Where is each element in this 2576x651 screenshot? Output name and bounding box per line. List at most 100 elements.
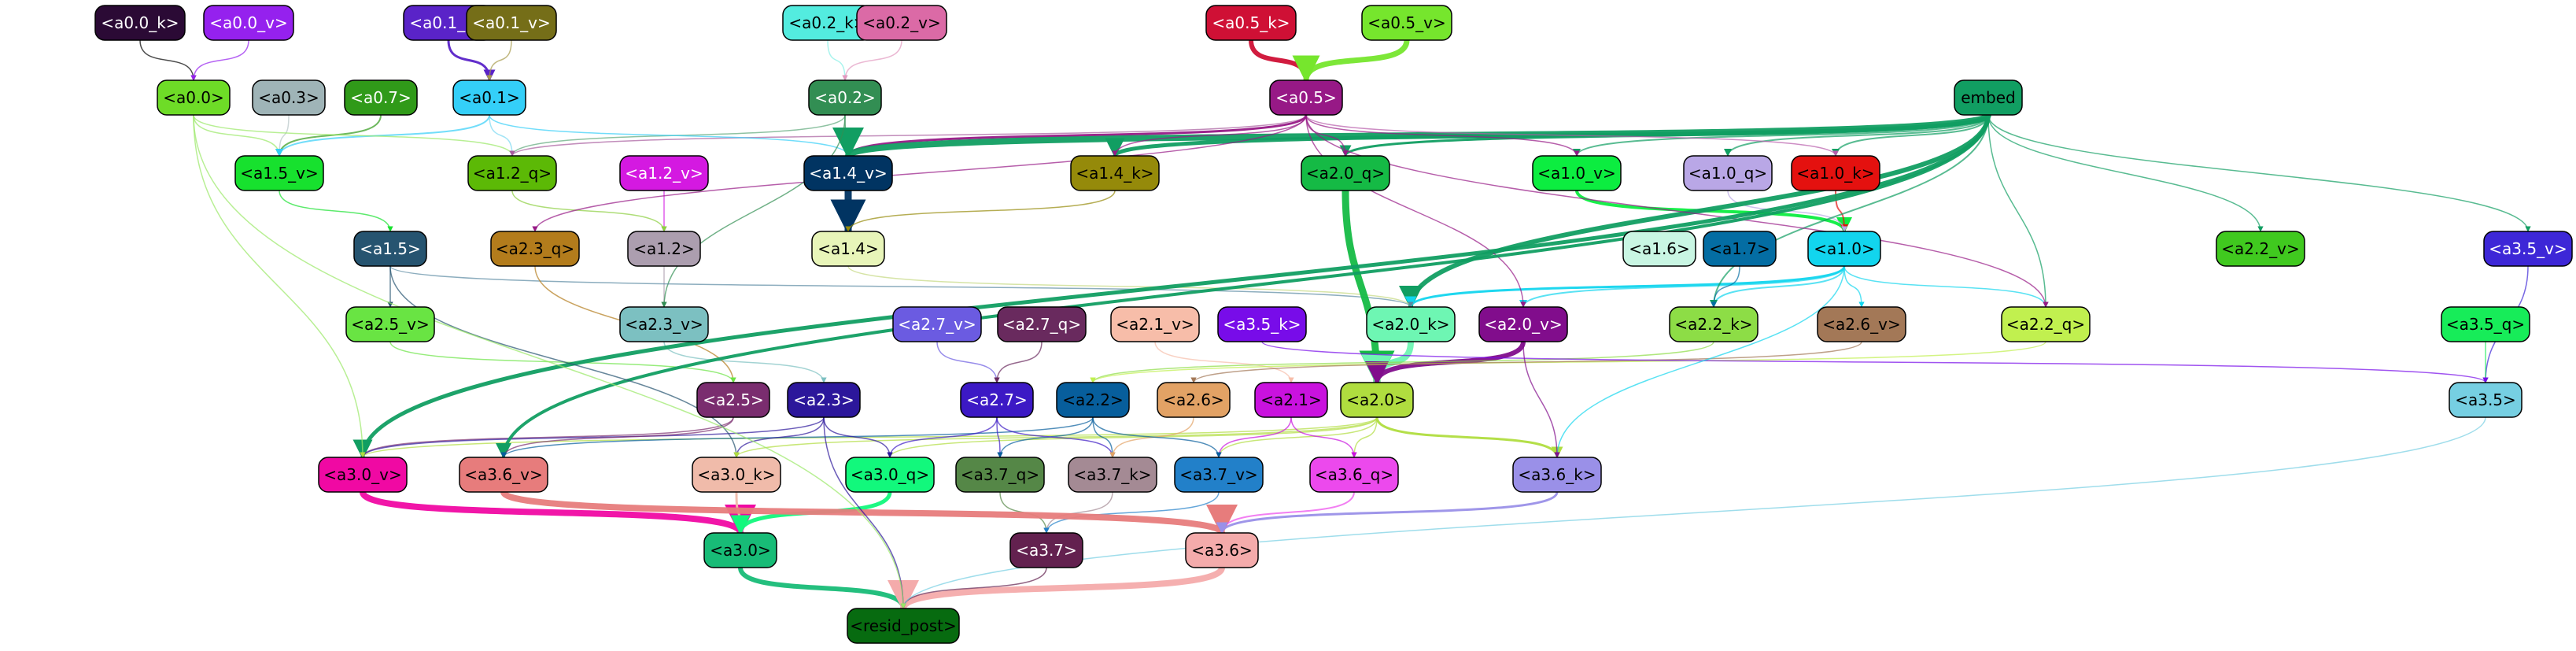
node-a2-3_v[interactable]: <a2.3_v>: [619, 306, 709, 342]
edge-a2-6_v-to-a2-6: [1190, 341, 1862, 383]
node-a1-4[interactable]: <a1.4>: [811, 231, 885, 267]
node-a2-3[interactable]: <a2.3>: [787, 382, 861, 418]
node-a1-4_k[interactable]: <a1.4_k>: [1070, 155, 1160, 191]
node-box: [2001, 306, 2091, 342]
node-a1-5[interactable]: <a1.5>: [353, 231, 427, 267]
node-label: <a1.2_q>: [473, 164, 552, 183]
node-label: <a1.0_q>: [1688, 164, 1767, 183]
edge-a0-5-to-a1-0_k: [1305, 114, 1839, 157]
edge-a3-7_v-to-a3-7: [1043, 491, 1220, 534]
node-a3-5_q[interactable]: <a3.5_q>: [2441, 306, 2530, 342]
edge-a0-0-to-a1-5_v: [193, 114, 282, 157]
node-a1-2[interactable]: <a1.2>: [627, 231, 701, 267]
node-a3-7_k[interactable]: <a3.7_k>: [1068, 457, 1157, 493]
node-a3-6_v[interactable]: <a3.6_v>: [459, 457, 548, 493]
node-a2-7_q[interactable]: <a2.7_q>: [997, 306, 1087, 342]
node-a0-1_v[interactable]: <a0.1_v>: [466, 5, 557, 41]
node-a3-5_v[interactable]: <a3.5_v>: [2483, 231, 2573, 267]
node-a3-0_k[interactable]: <a3.0_k>: [692, 457, 781, 493]
node-a0-1[interactable]: <a0.1>: [452, 80, 526, 116]
node-box: [466, 5, 557, 41]
node-label: <a2.6>: [1163, 390, 1224, 409]
node-resid_post[interactable]: <resid_post>: [847, 608, 960, 644]
node-a1-5_v[interactable]: <a1.5_v>: [234, 155, 324, 191]
edge-a0-2-to-a1-4_v: [844, 114, 851, 157]
node-a2-2[interactable]: <a2.2>: [1056, 382, 1130, 418]
node-label: <a1.4>: [817, 239, 879, 258]
node-a1-0_q[interactable]: <a1.0_q>: [1683, 155, 1773, 191]
node-a2-0_q[interactable]: <a2.0_q>: [1301, 155, 1390, 191]
node-a1-7[interactable]: <a1.7>: [1703, 231, 1777, 267]
node-box: [1817, 306, 1906, 342]
node-a0-2_k[interactable]: <a0.2_k>: [782, 5, 873, 41]
node-box: [1622, 231, 1696, 267]
node-a2-6_v[interactable]: <a2.6_v>: [1817, 306, 1906, 342]
node-a0-2[interactable]: <a0.2>: [808, 80, 882, 116]
node-a2-0_k[interactable]: <a2.0_k>: [1366, 306, 1456, 342]
node-a2-2_q[interactable]: <a2.2_q>: [2001, 306, 2091, 342]
node-a0-7[interactable]: <a0.7>: [344, 80, 418, 116]
node-box: [2441, 306, 2530, 342]
edge-a1-0-to-a2-2_q: [1843, 265, 2049, 308]
node-a3-5_k[interactable]: <a3.5_k>: [1217, 306, 1307, 342]
node-a1-2_v[interactable]: <a1.2_v>: [619, 155, 709, 191]
node-a0-5_v[interactable]: <a0.5_v>: [1361, 5, 1452, 41]
node-a1-6[interactable]: <a1.6>: [1622, 231, 1696, 267]
node-a2-6[interactable]: <a2.6>: [1157, 382, 1231, 418]
node-a1-4_v[interactable]: <a1.4_v>: [803, 155, 893, 191]
node-a2-0[interactable]: <a2.0>: [1340, 382, 1414, 418]
edge-a0-0-to-resid_post: [193, 114, 906, 609]
node-a3-6_k[interactable]: <a3.6_k>: [1512, 457, 1602, 493]
node-a2-2_v[interactable]: <a2.2_v>: [2216, 231, 2305, 267]
node-a3-0[interactable]: <a3.0>: [703, 532, 777, 568]
edge-a2-2_k-to-a2-2: [1090, 341, 1714, 383]
node-a2-5[interactable]: <a2.5>: [696, 382, 770, 418]
node-a0-0_v[interactable]: <a0.0_v>: [203, 5, 294, 41]
node-box: [1309, 457, 1399, 493]
node-label: <a3.5_k>: [1223, 315, 1301, 334]
node-label: <a2.7>: [966, 390, 1028, 409]
node-a0-0[interactable]: <a0.0>: [157, 80, 231, 116]
node-a3-7_v[interactable]: <a3.7_v>: [1174, 457, 1264, 493]
node-a1-2_q[interactable]: <a1.2_q>: [467, 155, 557, 191]
node-box: [1478, 306, 1568, 342]
node-a0-5[interactable]: <a0.5>: [1269, 80, 1343, 116]
node-a2-5_v[interactable]: <a2.5_v>: [345, 306, 435, 342]
node-a3-0_v[interactable]: <a3.0_v>: [318, 457, 408, 493]
node-a0-5_k[interactable]: <a0.5_k>: [1205, 5, 1297, 41]
node-a2-1[interactable]: <a2.1>: [1254, 382, 1328, 418]
node-a0-2_v[interactable]: <a0.2_v>: [856, 5, 947, 41]
node-label: <a3.7>: [1016, 541, 1077, 560]
node-a1-0_k[interactable]: <a1.0_k>: [1791, 155, 1880, 191]
node-box: [353, 231, 427, 267]
edge-a2-7-to-a3-0_q: [887, 416, 998, 458]
node-a3-7[interactable]: <a3.7>: [1009, 532, 1083, 568]
node-a2-3_q[interactable]: <a2.3_q>: [490, 231, 580, 267]
node-a0-0_k[interactable]: <a0.0_k>: [94, 5, 186, 41]
node-a1-0_v[interactable]: <a1.0_v>: [1532, 155, 1622, 191]
node-a2-1_v[interactable]: <a2.1_v>: [1110, 306, 1200, 342]
node-box: [1683, 155, 1773, 191]
edge-a2-5-to-a3-0_v: [360, 416, 734, 458]
node-box: [847, 608, 960, 644]
node-a3-5[interactable]: <a3.5>: [2449, 382, 2522, 418]
edge-embed-to-a3-0_v: [352, 114, 1991, 460]
edge-a2-1-to-a3-7_v: [1216, 416, 1292, 458]
node-a3-0_q[interactable]: <a3.0_q>: [845, 457, 935, 493]
node-a3-6[interactable]: <a3.6>: [1185, 532, 1259, 568]
node-label: <a1.5>: [360, 239, 421, 258]
node-a2-0_v[interactable]: <a2.0_v>: [1478, 306, 1568, 342]
node-a2-2_k[interactable]: <a2.2_k>: [1669, 306, 1759, 342]
node-a1-0[interactable]: <a1.0>: [1807, 231, 1881, 267]
node-a2-7_v[interactable]: <a2.7_v>: [892, 306, 982, 342]
node-embed[interactable]: embed: [1954, 80, 2023, 116]
node-box: [1512, 457, 1602, 493]
node-a3-7_q[interactable]: <a3.7_q>: [955, 457, 1045, 493]
edge-a2-2_q-to-a2-2: [1090, 341, 2046, 383]
node-a3-6_q[interactable]: <a3.6_q>: [1309, 457, 1399, 493]
node-a0-3[interactable]: <a0.3>: [252, 80, 326, 116]
edge-a3-0_v-to-a3-0: [360, 490, 756, 536]
edge-a2-7_q-to-a2-7: [994, 341, 1043, 383]
node-box: [1791, 155, 1880, 191]
node-a2-7[interactable]: <a2.7>: [960, 382, 1034, 418]
